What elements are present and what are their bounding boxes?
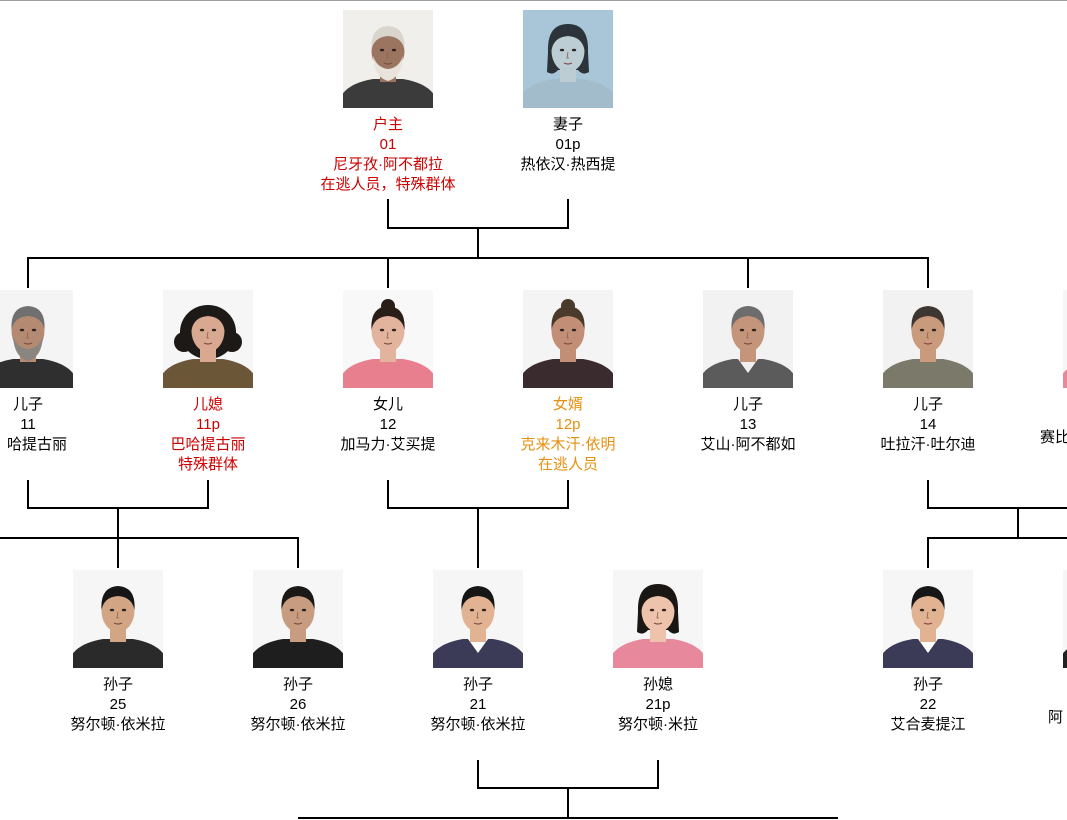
person-card-daughter-in-law-11p[interactable]: 儿媳 11p 巴哈提古丽 特殊群体 — [118, 290, 298, 475]
relation-label: 户主 — [372, 116, 403, 133]
member-name: 努尔顿·依米拉 — [430, 716, 526, 733]
member-name: 赛比 — [1040, 429, 1067, 446]
person-card-grandson-25[interactable]: 孙子 25 努尔顿·依米拉 — [28, 570, 208, 735]
person-card-son-11[interactable]: 儿子 11 哈提古丽 — [0, 290, 73, 455]
connector-line — [387, 480, 569, 568]
member-name: 克来木汗·依明 — [520, 436, 616, 453]
member-id: 26 — [289, 696, 307, 713]
portrait-photo — [73, 570, 163, 668]
member-id: 25 — [109, 696, 127, 713]
portrait-image — [1063, 290, 1067, 388]
relation-label: 儿子 — [732, 396, 763, 413]
member-id: 14 — [919, 416, 937, 433]
top-border — [0, 0, 1067, 1]
portrait-image — [523, 290, 613, 388]
connector-line — [298, 760, 838, 819]
member-name: 努尔顿·依米拉 — [70, 716, 166, 733]
person-card-grandchild-cut[interactable]: 阿 — [1018, 570, 1067, 728]
portrait-photo — [163, 290, 253, 388]
portrait-photo — [523, 290, 613, 388]
portrait-image — [0, 290, 73, 388]
relation-label: 孙媳 — [642, 676, 673, 693]
portrait-photo — [523, 10, 613, 108]
connector-line — [387, 199, 569, 258]
connector-line — [927, 480, 1067, 568]
relation-label: 孙子 — [282, 676, 313, 693]
member-name: 艾山·阿不都如 — [700, 436, 796, 453]
portrait-image — [253, 570, 343, 668]
portrait-image — [523, 10, 613, 108]
person-card-son-14[interactable]: 儿子 14 吐拉汗·吐尔迪 — [838, 290, 1018, 455]
member-name: 巴哈提古丽 — [170, 436, 246, 453]
member-name: 热依汉·热西提 — [520, 156, 616, 173]
member-id: 13 — [739, 416, 757, 433]
member-name: 加马力·艾买提 — [340, 436, 436, 453]
portrait-photo — [343, 290, 433, 388]
member-id: 21p — [645, 696, 671, 713]
member-name: 努尔顿·依米拉 — [250, 716, 346, 733]
member-name: 哈提古丽 — [7, 436, 68, 453]
member-status: 在逃人员，特殊群体 — [320, 176, 456, 193]
member-status: 特殊群体 — [177, 456, 238, 473]
relation-label: 孙子 — [912, 676, 943, 693]
member-id: 12 — [379, 416, 397, 433]
portrait-image — [343, 10, 433, 108]
member-name: 吐拉汗·吐尔迪 — [880, 436, 976, 453]
relation-label: 女婿 — [552, 396, 583, 413]
portrait-image — [163, 290, 253, 388]
portrait-photo — [433, 570, 523, 668]
portrait-image — [703, 290, 793, 388]
person-card-grandson-21[interactable]: 孙子 21 努尔顿·依米拉 — [388, 570, 568, 735]
portrait-photo — [883, 570, 973, 668]
portrait-photo — [343, 10, 433, 108]
member-id: 01p — [555, 136, 581, 153]
relation-label: 儿媳 — [192, 396, 223, 413]
portrait-image — [883, 570, 973, 668]
portrait-image — [1063, 570, 1067, 668]
relation-label: 儿子 — [912, 396, 943, 413]
portrait-photo — [1063, 290, 1067, 388]
relation-label: 孙子 — [102, 676, 133, 693]
relation-label: 孙子 — [462, 676, 493, 693]
person-card-householder[interactable]: 户主 01 尼牙孜·阿不都拉 在逃人员，特殊群体 — [298, 10, 478, 195]
member-id: 22 — [919, 696, 937, 713]
portrait-image — [613, 570, 703, 668]
portrait-image — [883, 290, 973, 388]
member-id: 11 — [20, 416, 36, 433]
portrait-photo — [1063, 570, 1067, 668]
portrait-image — [433, 570, 523, 668]
member-status: 在逃人员 — [537, 456, 598, 473]
person-card-son-13[interactable]: 儿子 13 艾山·阿不都如 — [658, 290, 838, 455]
person-card-grandson-22[interactable]: 孙子 22 艾合麦提江 — [838, 570, 1018, 735]
connector-line — [0, 480, 299, 568]
member-name: 尼牙孜·阿不都拉 — [333, 156, 443, 173]
person-card-spouse-14p[interactable]: 赛比 — [1018, 290, 1067, 448]
connector-line — [27, 257, 929, 288]
portrait-image — [343, 290, 433, 388]
relation-label: 儿子 — [12, 396, 43, 413]
portrait-photo — [703, 290, 793, 388]
person-card-son-in-law-12p[interactable]: 女婿 12p 克来木汗·依明 在逃人员 — [478, 290, 658, 475]
relation-label: 妻子 — [552, 116, 583, 133]
member-id: 21 — [469, 696, 487, 713]
member-id: 11p — [196, 416, 220, 433]
portrait-photo — [253, 570, 343, 668]
member-id: 12p — [555, 416, 581, 433]
person-card-granddaughter-in-law-21p[interactable]: 孙媳 21p 努尔顿·米拉 — [568, 570, 748, 735]
portrait-image — [73, 570, 163, 668]
portrait-photo — [613, 570, 703, 668]
portrait-photo — [883, 290, 973, 388]
member-name: 阿 — [1048, 709, 1064, 726]
person-card-grandson-26[interactable]: 孙子 26 努尔顿·依米拉 — [208, 570, 388, 735]
portrait-photo — [0, 290, 73, 388]
person-card-wife[interactable]: 妻子 01p 热依汉·热西提 — [478, 10, 658, 175]
member-id: 01 — [379, 136, 397, 153]
member-name: 努尔顿·米拉 — [618, 716, 698, 733]
relation-label: 女儿 — [372, 396, 403, 413]
member-name: 艾合麦提江 — [890, 716, 966, 733]
person-card-daughter-12[interactable]: 女儿 12 加马力·艾买提 — [298, 290, 478, 455]
